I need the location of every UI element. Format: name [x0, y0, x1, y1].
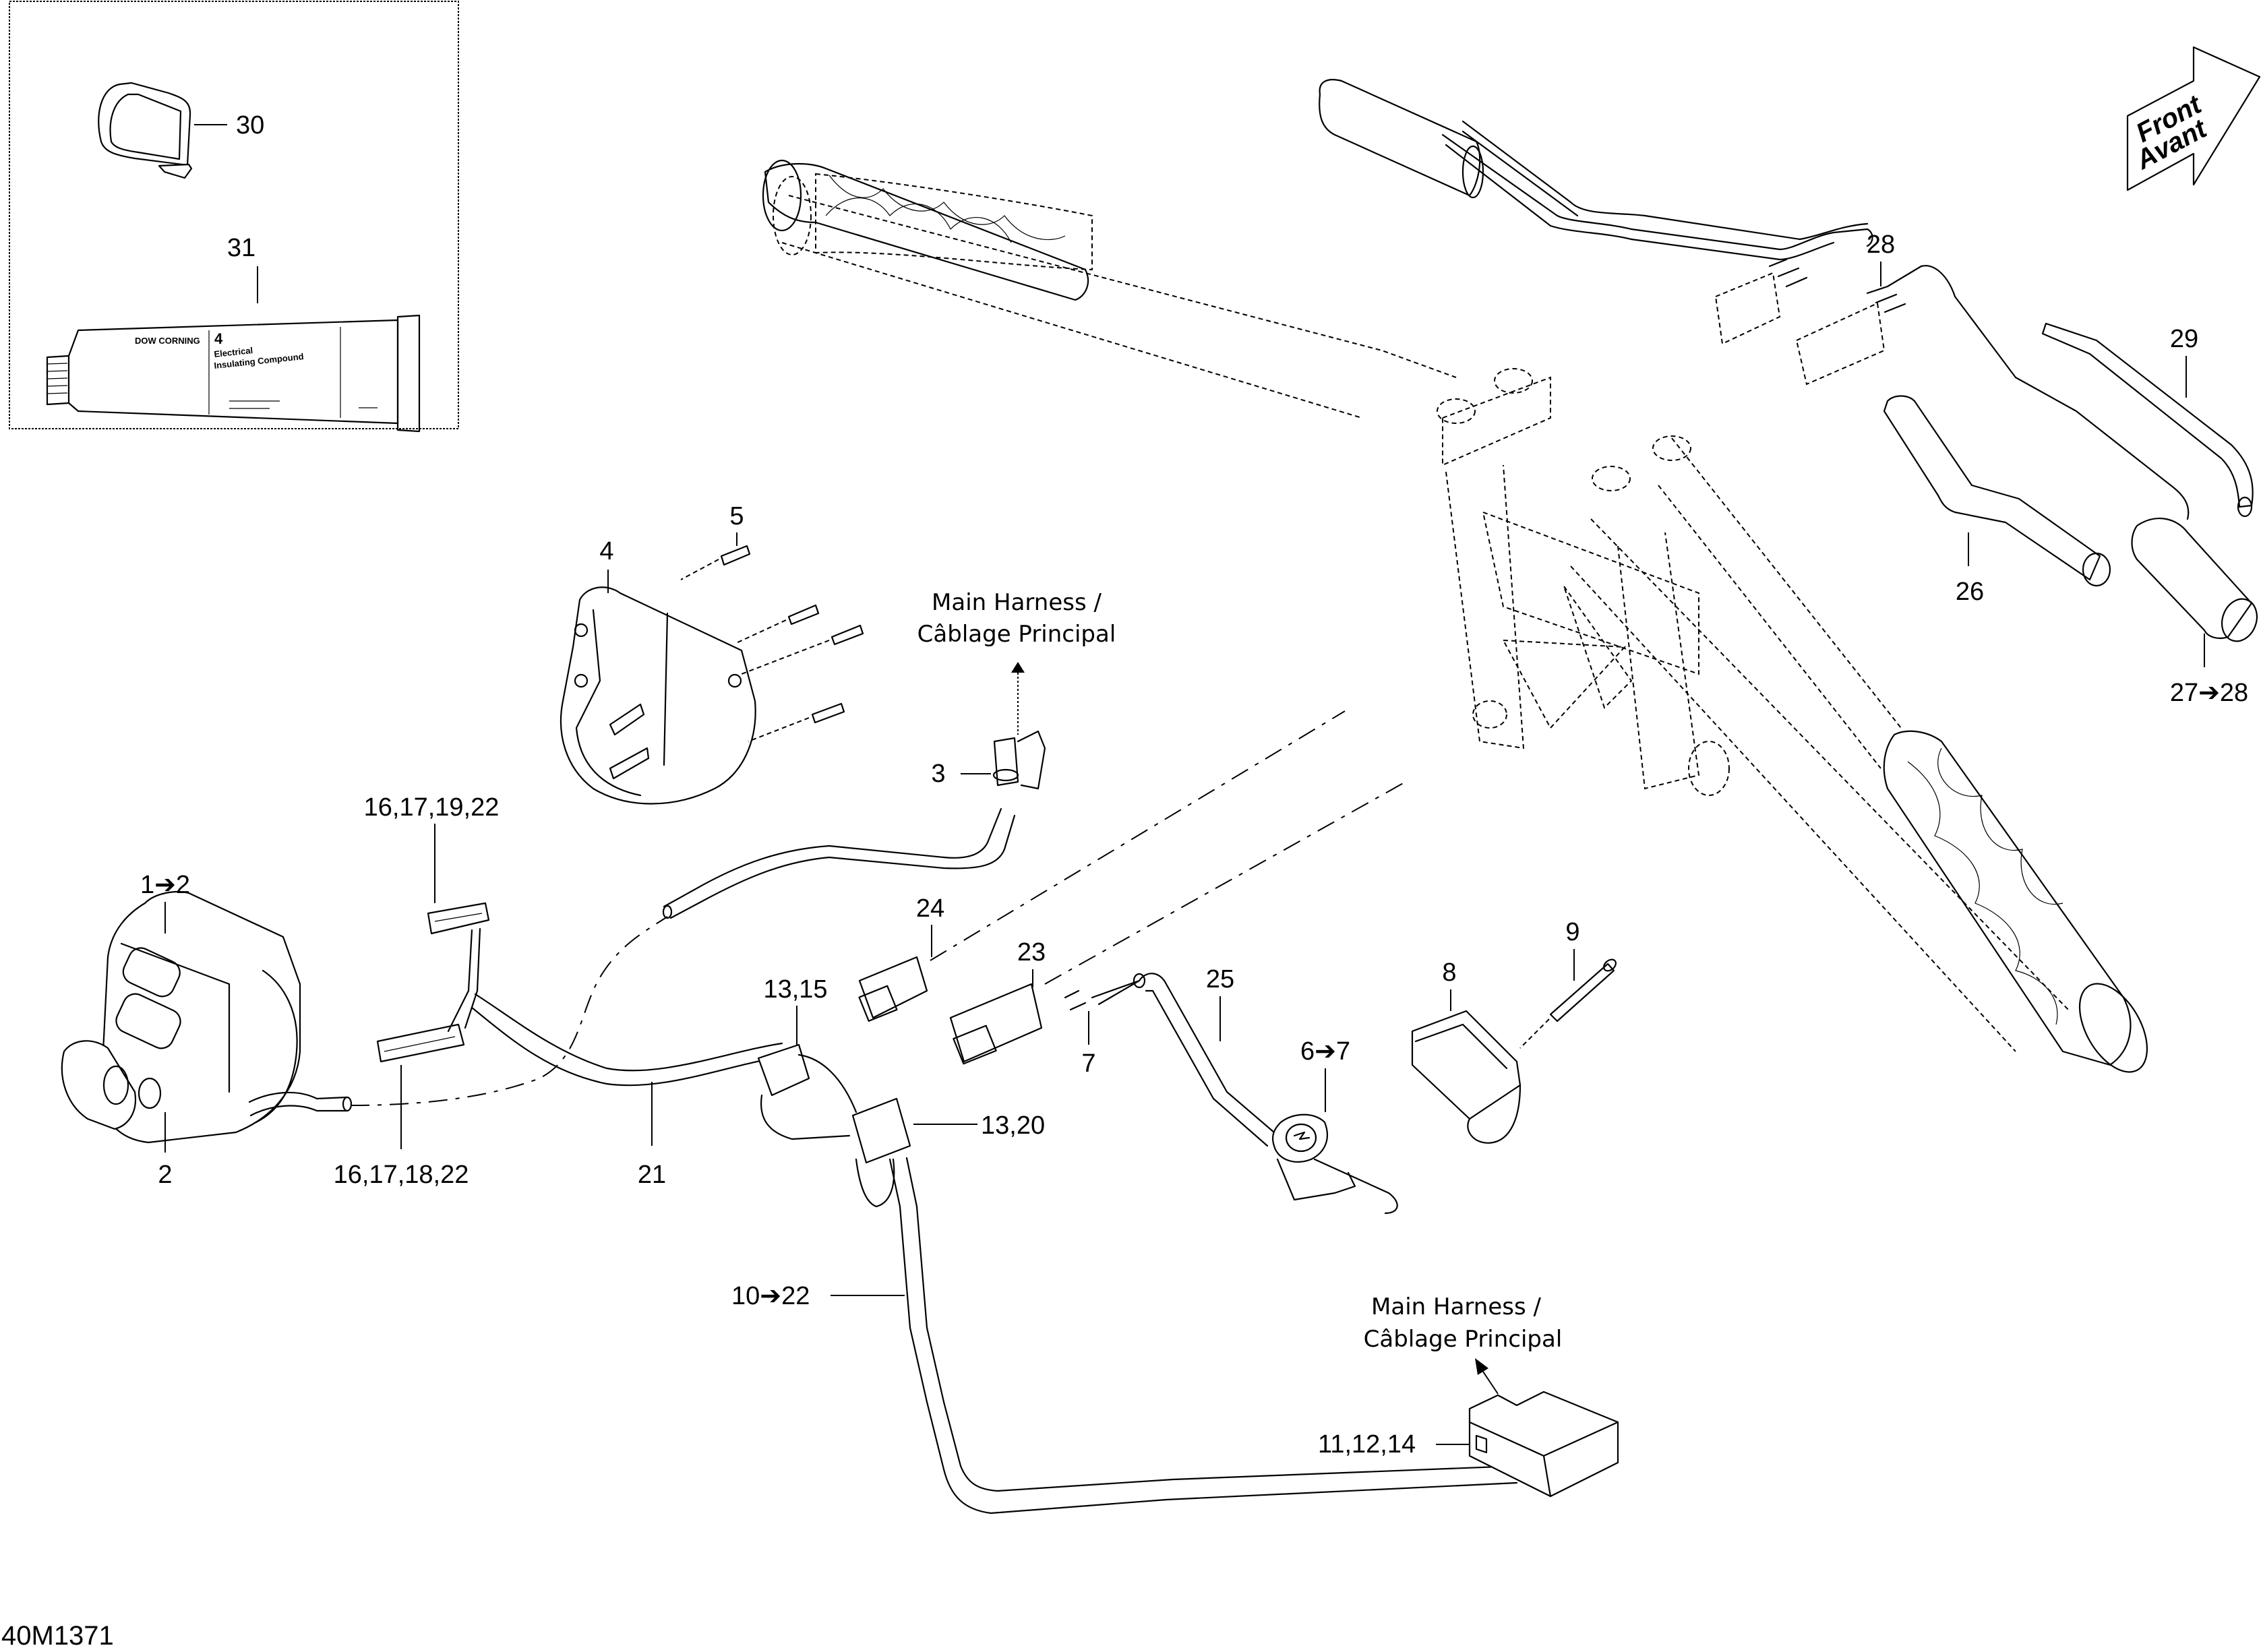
pin-9-part — [1519, 958, 1617, 1049]
switch-housing-part — [61, 891, 353, 1144]
tube-26-part — [1883, 395, 2111, 587]
handlebar-phantom — [773, 173, 2070, 1052]
figure-code: 40M1371 — [1, 1621, 114, 1651]
callout-24: 24 — [916, 894, 944, 923]
cable-clip-part — [98, 82, 193, 179]
harness-25-part — [1091, 973, 1275, 1147]
throttle-heater-cable-part — [1319, 79, 1873, 261]
tube-number: 4 — [214, 330, 223, 347]
tube-brand: DOW CORNING — [135, 336, 200, 346]
callout-26: 26 — [1956, 578, 1984, 606]
left-grip-part — [762, 159, 1089, 301]
connector-23-part — [949, 781, 1406, 1065]
callout-3: 3 — [931, 760, 945, 788]
callout-25: 25 — [1206, 965, 1234, 993]
callout-27-28: 27➔28 — [2170, 679, 2248, 707]
callout-4: 4 — [599, 537, 613, 565]
main-harness-note-upper-line2: Câblage Principal — [917, 621, 1116, 648]
harness-21-part — [350, 902, 783, 1106]
housing-cover-part — [560, 586, 756, 805]
callout-10-22: 10➔22 — [731, 1282, 810, 1310]
callout-1-2: 1➔2 — [140, 871, 190, 899]
callout-13-15: 13,15 — [763, 975, 827, 1004]
callout-5: 5 — [729, 502, 744, 530]
connectors-13-part — [757, 1043, 1518, 1515]
callout-13-20: 13,20 — [981, 1111, 1045, 1140]
tube-label-line1: Electrical — [214, 345, 253, 359]
grease-tube-part: DOW CORNING 4 Electrical Insulating Comp… — [46, 314, 421, 433]
callout-7: 7 — [1081, 1049, 1095, 1078]
callout-30: 30 — [236, 111, 264, 140]
switch-6-part — [1271, 1113, 1398, 1215]
main-harness-note-lower-line1: Main Harness / — [1371, 1293, 1541, 1320]
arrow-up-left-icon — [1475, 1358, 1488, 1375]
connector-3-part — [662, 730, 1046, 919]
connector-24-part — [858, 710, 1346, 1022]
connector-11-12-14-part — [1468, 1390, 1619, 1498]
sleeve-27-part — [2131, 518, 2258, 642]
callout-31: 31 — [227, 234, 255, 262]
callout-16-17-18-22: 16,17,18,22 — [334, 1161, 469, 1189]
switch-housing-8-part — [1411, 1010, 1521, 1144]
callout-16-17-19-22: 16,17,19,22 — [364, 793, 500, 822]
front-arrow-icon: Front Avant — [2126, 46, 2261, 191]
callout-8: 8 — [1442, 958, 1456, 987]
callout-9: 9 — [1565, 918, 1579, 946]
callout-28: 28 — [1867, 231, 1895, 259]
handlebar-connectors-part — [1714, 258, 2190, 520]
riser-clamp-part — [1437, 368, 1730, 796]
callout-2: 2 — [158, 1161, 172, 1189]
inset-box: 30 31 DOW CORNING 4 Electrical Insulatin… — [9, 1, 459, 433]
arrow-up-icon — [1011, 662, 1025, 673]
main-harness-note-lower-line2: Câblage Principal — [1364, 1326, 1563, 1353]
callout-29: 29 — [2170, 325, 2198, 353]
main-harness-note-upper-line1: Main Harness / — [932, 589, 1102, 616]
right-grip-part — [1883, 730, 2148, 1073]
conduit-29-part — [2041, 322, 2254, 518]
inset-border — [9, 1, 459, 429]
leader-main-harness-lower — [1482, 1371, 1499, 1395]
screws-5-part — [680, 545, 864, 742]
callout-23: 23 — [1017, 938, 1046, 967]
callout-6-7: 6➔7 — [1300, 1037, 1350, 1066]
callout-21: 21 — [638, 1161, 666, 1189]
callout-11-12-14: 11,12,14 — [1318, 1430, 1416, 1459]
